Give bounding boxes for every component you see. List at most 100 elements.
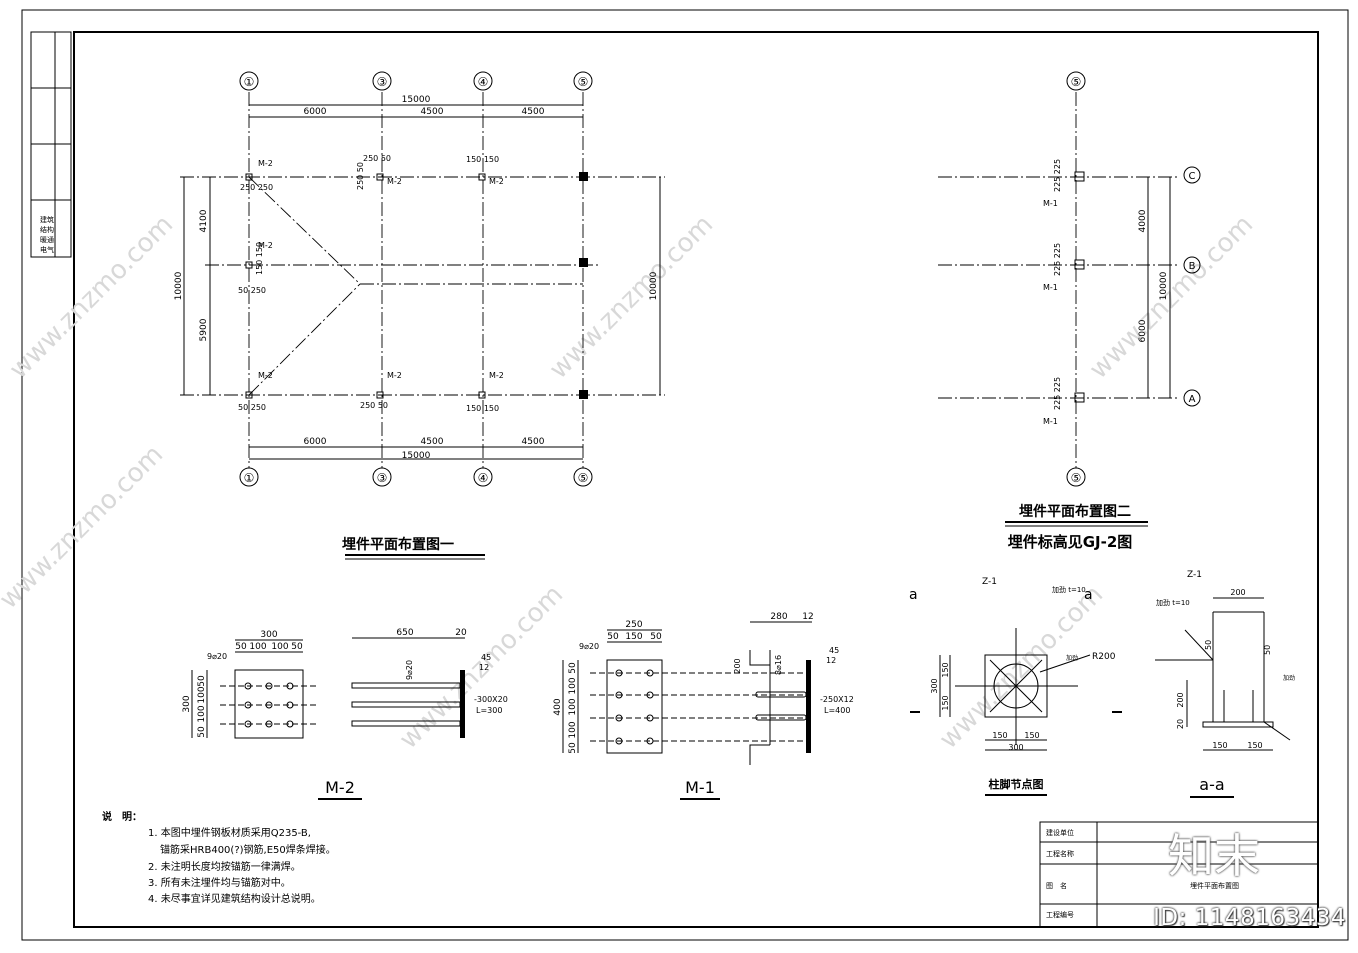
section-aa-title: a-a <box>1199 775 1224 794</box>
note-1b: 锚筋采HRB400(?)钢筋,E50焊条焊接。 <box>160 843 336 856</box>
svg-text:M-1: M-1 <box>1043 283 1058 292</box>
m1-title: M-1 <box>685 778 715 797</box>
svg-text:M-2: M-2 <box>489 371 504 380</box>
svg-text:150 150: 150 150 <box>466 155 499 164</box>
svg-text:225 225: 225 225 <box>1053 159 1062 192</box>
watermark: www.znzmo.com <box>0 440 169 615</box>
svg-text:M-2: M-2 <box>258 241 273 250</box>
svg-text:4500: 4500 <box>522 107 545 117</box>
svg-text:⑤: ⑤ <box>1071 75 1082 89</box>
svg-text:50: 50 <box>568 662 578 674</box>
svg-text:⑤: ⑤ <box>578 471 589 485</box>
watermark: www.znzmo.com <box>1084 210 1259 385</box>
svg-text:10000: 10000 <box>174 271 184 300</box>
note-3: 3. 所有未注埋件均与锚筋对中。 <box>148 876 291 889</box>
svg-text:4500: 4500 <box>421 437 444 447</box>
svg-text:100: 100 <box>197 705 207 722</box>
svg-text:①: ① <box>244 75 255 89</box>
watermark: www.znzmo.com <box>4 210 179 385</box>
watermark: www.znzmo.com <box>934 580 1109 755</box>
svg-text:100: 100 <box>249 642 266 652</box>
outer-frame <box>21 9 1349 941</box>
svg-text:50: 50 <box>607 632 619 642</box>
svg-text:10000: 10000 <box>649 271 659 300</box>
svg-text:4100: 4100 <box>199 209 209 232</box>
svg-text:100: 100 <box>568 677 578 694</box>
svg-text:M-2: M-2 <box>489 177 504 186</box>
title-block: 建设单位 工程名称 图 名 工程编号 埋件平面布置图 <box>1039 821 1319 928</box>
embed-labels: M-2 M-2 M-2 M-2 M-2 M-2 M-2 <box>258 159 504 380</box>
detail-m1: 250 50 150 50 9⌀20 400 50 100 100 100 50… <box>553 612 854 800</box>
row-a-label: A <box>1189 394 1196 405</box>
svg-text:50 250: 50 250 <box>238 286 266 295</box>
svg-text:45: 45 <box>481 653 491 662</box>
inner-frame <box>73 31 1319 928</box>
column-base-title: 柱脚节点图 <box>989 777 1044 791</box>
embed-callouts: 250 50 250 50 150 150 250 250 50 250 150… <box>238 154 499 413</box>
svg-text:300: 300 <box>182 695 192 712</box>
svg-text:4000: 4000 <box>1138 209 1148 232</box>
svg-text:⑤: ⑤ <box>1071 471 1082 485</box>
tb-row-2: 工程名称 <box>1046 849 1074 858</box>
svg-text:300: 300 <box>260 630 277 640</box>
svg-text:Z-1: Z-1 <box>1187 570 1202 580</box>
svg-text:150: 150 <box>941 695 950 710</box>
svg-text:M-2: M-2 <box>258 371 273 380</box>
tb-row-3: 图 名 <box>1046 881 1067 890</box>
id-tag: ID: 1148163434 <box>1153 905 1346 931</box>
svg-text:M-1: M-1 <box>1043 199 1058 208</box>
svg-text:200: 200 <box>1230 588 1245 597</box>
svg-text:200: 200 <box>733 658 742 673</box>
svg-text:-300X20: -300X20 <box>474 695 508 704</box>
svg-text:50: 50 <box>568 742 578 754</box>
svg-text:50: 50 <box>197 675 207 687</box>
svg-text:250 50: 250 50 <box>356 162 365 190</box>
svg-text:50: 50 <box>291 642 303 652</box>
svg-text:280: 280 <box>770 612 787 622</box>
svg-text:50 250: 50 250 <box>238 403 266 412</box>
sidebar-label-1: 建筑 <box>40 215 54 224</box>
note-4: 4. 未尽事宜详见建筑结构设计总说明。 <box>148 892 321 905</box>
detail-section-aa: Z-1 加劲 t=10 200 50 50 加劲 200 20 150 150 … <box>1155 570 1295 798</box>
plan-1: ① ③ ④ ⑤ ① ③ ④ ⑤ 15000 6000 4500 4500 600… <box>174 71 665 560</box>
svg-text:250 50: 250 50 <box>363 154 391 163</box>
svg-text:300: 300 <box>930 678 939 693</box>
svg-text:12: 12 <box>479 663 489 672</box>
svg-text:12: 12 <box>802 612 813 622</box>
svg-text:③: ③ <box>377 75 388 89</box>
svg-text:650: 650 <box>396 628 413 638</box>
svg-text:150: 150 <box>1024 731 1039 740</box>
svg-text:12: 12 <box>826 656 836 665</box>
plan-2-subtitle: 埋件标高见GJ-2图 <box>1008 533 1133 551</box>
notes-heading: 说 明： <box>102 810 142 823</box>
svg-text:-250X12: -250X12 <box>820 695 854 704</box>
plan-2: ⑤ ⑤ C B A 4000 6000 10000 M-1 M-1 M-1 22… <box>938 71 1201 551</box>
note-2: 2. 未注明长度均按锚筋一律满焊。 <box>148 860 301 873</box>
svg-text:50: 50 <box>1204 640 1213 650</box>
plan-1-title: 埋件平面布置图一 <box>342 536 454 553</box>
svg-text:M-2: M-2 <box>258 159 273 168</box>
svg-text:9⌀20: 9⌀20 <box>579 642 599 651</box>
axis-bubbles-top: ① ③ ④ ⑤ <box>239 71 593 91</box>
row-c-label: C <box>1189 171 1196 182</box>
svg-text:150: 150 <box>1247 741 1262 750</box>
svg-text:200: 200 <box>1176 692 1185 707</box>
sidebar-label-4: 电气 <box>40 245 54 254</box>
brand-logo: 知末 <box>1168 829 1260 883</box>
svg-text:150: 150 <box>941 662 950 677</box>
svg-text:L=300: L=300 <box>476 706 502 715</box>
svg-text:Z-1: Z-1 <box>982 577 997 587</box>
tb-row-1: 建设单位 <box>1046 828 1074 837</box>
svg-text:50: 50 <box>235 642 247 652</box>
svg-text:9⌀20: 9⌀20 <box>405 660 414 680</box>
svg-text:100: 100 <box>568 721 578 738</box>
svg-text:15000: 15000 <box>402 451 431 461</box>
sidebar-strip: 建筑 结构 暖通 电气 <box>30 31 72 258</box>
svg-text:③: ③ <box>377 471 388 485</box>
embed-markers <box>245 172 588 399</box>
svg-text:20: 20 <box>1176 719 1185 729</box>
svg-text:150 150: 150 150 <box>466 404 499 413</box>
detail-column-base: Z-1 加劲 t=10 a a R200 加劲 300 150 150 150 … <box>909 577 1122 796</box>
detail-m2: 300 50 100 100 50 9⌀20 300 50 100 100 50… <box>182 628 508 800</box>
